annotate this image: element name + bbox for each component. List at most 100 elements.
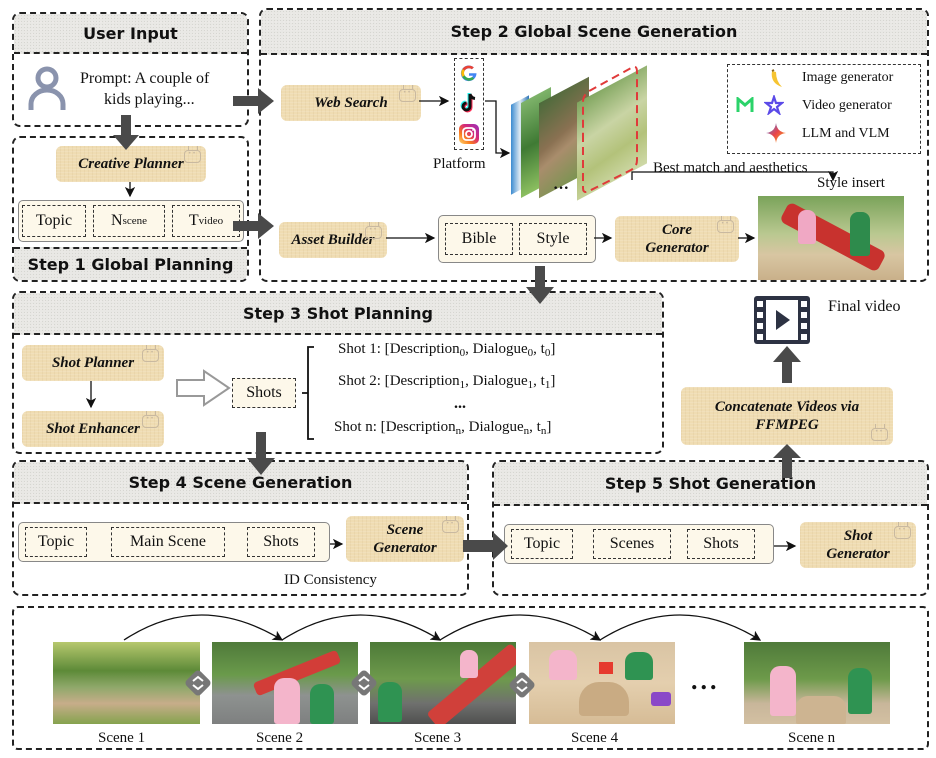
topic-slot: Topic (511, 529, 573, 559)
shot-enhancer-agent[interactable]: Shot Enhancer (22, 411, 164, 447)
asset-builder-label: Asset Builder (291, 232, 375, 248)
shot-row-1: Shot 1: [Description0, Dialogue0, t0] (338, 341, 556, 359)
t-label: T (188, 212, 199, 229)
robot-icon (142, 347, 159, 362)
child-figure (549, 650, 577, 680)
step5-panel: Step 5 Shot Generation Topic Scenes Shot… (492, 460, 929, 596)
robot-icon (717, 218, 734, 233)
star-knot-icon (764, 95, 784, 115)
best-match-highlight (582, 65, 638, 193)
step3-title: Step 3 Shot Planning (14, 293, 662, 335)
m-logo-icon (736, 97, 754, 112)
child-figure (770, 666, 796, 716)
sandcastle (579, 682, 629, 716)
scene-generator-agent[interactable]: Scene Generator (346, 516, 464, 562)
child-figure (848, 668, 872, 714)
main-scene-label: Main Scene (130, 533, 206, 550)
child-figure (274, 678, 300, 724)
shots-slot: Shots (232, 378, 296, 408)
model-legend: Image generator Video generator LLM and … (727, 64, 921, 154)
topic-slot: Topic (22, 205, 86, 237)
scene-ellipsis: ... (691, 666, 720, 695)
shot-generator-agent[interactable]: Shot Generator (800, 522, 916, 568)
robot-icon (142, 413, 159, 428)
style-insert-label: Style insert (817, 175, 885, 191)
shot-generator-line1: Shot (843, 528, 873, 544)
bucket (651, 692, 671, 706)
scene-generator-line2: Generator (373, 540, 437, 556)
instagram-icon (459, 123, 479, 144)
shots-slot: Shots (247, 527, 315, 557)
stack-ellipsis: ··· (553, 180, 570, 197)
step4-panel: Step 4 Scene Generation Topic Main Scene… (12, 460, 469, 596)
topic-label: Topic (37, 533, 75, 550)
tiktok-icon (460, 92, 476, 113)
asset-builder-agent[interactable]: Asset Builder (279, 222, 387, 258)
gemini-sparkle-icon (766, 123, 786, 143)
core-output-image (758, 196, 904, 280)
legend-label-video: Video generator (802, 98, 892, 113)
child-figure (310, 684, 334, 724)
asset-group: Bible Style (438, 215, 596, 263)
n-label: N (111, 212, 123, 229)
concatenate-line2: FFMPEG (755, 417, 819, 433)
slide-shape (779, 201, 887, 273)
robot-icon (399, 87, 416, 102)
bible-slot: Bible (445, 223, 513, 255)
scene-4-label: Scene 4 (571, 730, 619, 746)
robot-icon (894, 524, 911, 539)
shots-slot: Shots (687, 529, 755, 559)
core-generator-line2: Generator (645, 240, 709, 256)
shot-planner-label: Shot Planner (51, 355, 135, 371)
n-subscript: scene (122, 215, 147, 227)
scene-4-image (529, 642, 675, 724)
t-subscript: video (198, 215, 224, 227)
child-figure (798, 210, 816, 244)
sandcastle (796, 696, 846, 724)
robot-icon (184, 148, 201, 163)
scene-1-label: Scene 1 (98, 730, 146, 746)
creative-planner-agent[interactable]: Creative Planner (56, 146, 206, 182)
step5-title: Step 5 Shot Generation (494, 462, 927, 506)
concatenate-agent[interactable]: Concatenate Videos via FFMPEG (681, 387, 893, 445)
user-input-title: User Input (14, 14, 247, 54)
topic-label: Topic (523, 535, 561, 552)
shot-enhancer-label: Shot Enhancer (46, 421, 140, 437)
scenes-slot: Scenes (593, 529, 671, 559)
best-match-label: Best match and aesthetics (653, 160, 808, 176)
step4-slot-group: Topic Main Scene Shots (18, 522, 330, 562)
shot-planner-agent[interactable]: Shot Planner (22, 345, 164, 381)
core-generator-agent[interactable]: Core Generator (615, 216, 739, 262)
main-scene-slot: Main Scene (111, 527, 225, 557)
robot-icon (365, 224, 382, 239)
web-search-agent[interactable]: Web Search (281, 85, 421, 121)
scene-3-image (370, 642, 516, 724)
prompt-line-1: Prompt: A couple of (80, 70, 210, 87)
child-figure (850, 212, 870, 256)
shots-brace (302, 346, 314, 440)
creative-planner-label: Creative Planner (78, 156, 184, 172)
scene-n-image (744, 642, 890, 724)
shot-ellipsis: ... (454, 395, 466, 412)
shots-label: Shots (703, 535, 739, 552)
scenes-strip: ... Scene 1 Scene 2 Scene 3 Scene 4 Scen… (12, 606, 929, 750)
legend-label-image: Image generator (802, 70, 894, 85)
step1-title: Step 1 Global Planning (14, 247, 247, 280)
robot-icon (442, 518, 459, 533)
web-search-label: Web Search (314, 95, 388, 111)
film-video-icon (754, 296, 810, 344)
final-video-label: Final video (828, 298, 901, 315)
concatenate-line1: Concatenate Videos via (714, 399, 860, 415)
topic-slot: Topic (25, 527, 87, 557)
user-avatar-icon (28, 66, 66, 110)
robot-icon (871, 426, 888, 441)
scenes-label: Scenes (609, 535, 655, 552)
scene-2-label: Scene 2 (256, 730, 304, 746)
style-label: Style (536, 230, 570, 247)
legend-label-llm: LLM and VLM (802, 126, 890, 141)
bucket (599, 662, 613, 674)
